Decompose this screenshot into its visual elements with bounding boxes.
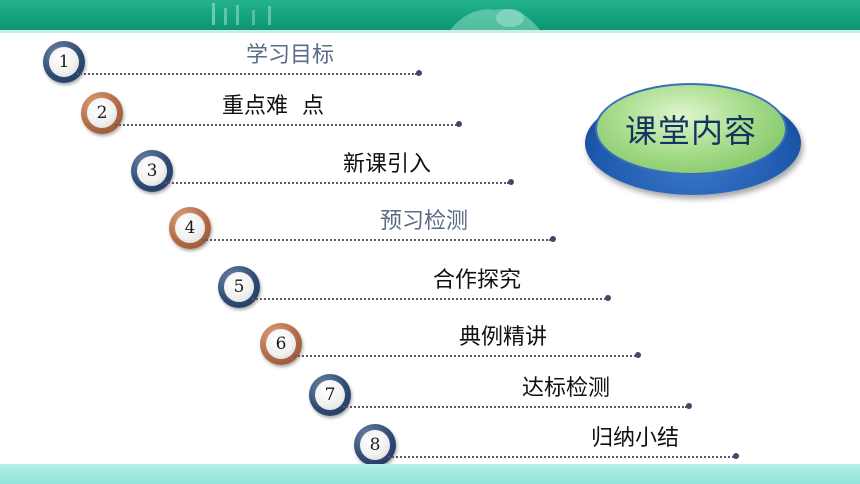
- leader-end-dot: [456, 121, 462, 127]
- number-badge: 7: [309, 374, 351, 416]
- dotted-leader: [252, 298, 606, 300]
- dotted-leader: [294, 355, 636, 357]
- number-badge: 8: [354, 424, 396, 466]
- leader-end-dot: [508, 179, 514, 185]
- number-label: 3: [137, 156, 167, 186]
- title-badge-top: 课堂内容: [595, 83, 787, 175]
- agenda-item-6[interactable]: 6 典例精讲: [260, 323, 642, 369]
- agenda-item-4[interactable]: 4 预习检测: [169, 207, 557, 253]
- number-label: 6: [266, 329, 296, 359]
- agenda-item-2[interactable]: 2 重点难 点: [81, 92, 463, 138]
- number-label: 1: [49, 47, 79, 77]
- top-banner: [0, 0, 860, 33]
- agenda-item-7[interactable]: 7 达标检测: [309, 374, 693, 420]
- number-badge: 2: [81, 92, 123, 134]
- number-badge: 6: [260, 323, 302, 365]
- page-title: 课堂内容: [624, 112, 757, 150]
- banner-stripe: [0, 30, 860, 33]
- agenda-item-label: 学习目标: [246, 43, 335, 68]
- dotted-leader: [203, 239, 551, 241]
- agenda-item-label: 达标检测: [522, 376, 611, 401]
- agenda-item-8[interactable]: 8 归纳小结: [354, 424, 740, 470]
- number-badge: 3: [131, 150, 173, 192]
- dotted-leader: [165, 182, 509, 184]
- agenda-item-label: 新课引入: [343, 152, 432, 177]
- agenda-item-label: 典例精讲: [459, 325, 548, 350]
- bottom-bar: [0, 464, 860, 484]
- number-badge: 5: [218, 266, 260, 308]
- number-label: 7: [315, 380, 345, 410]
- leader-end-dot: [686, 403, 692, 409]
- leader-end-dot: [416, 70, 422, 76]
- number-badge: 1: [43, 41, 85, 83]
- agenda-item-5[interactable]: 5 合作探究: [218, 266, 612, 312]
- title-badge: 课堂内容: [585, 83, 801, 195]
- agenda-item-label: 重点难 点: [222, 94, 324, 119]
- number-label: 4: [175, 213, 205, 243]
- agenda-item-3[interactable]: 3 新课引入: [131, 150, 515, 196]
- banner-decoration: [212, 3, 540, 30]
- agenda-item-label: 归纳小结: [591, 426, 680, 451]
- dotted-leader: [115, 124, 457, 126]
- agenda-item-label: 合作探究: [433, 268, 522, 293]
- leader-end-dot: [605, 295, 611, 301]
- dotted-leader: [343, 406, 687, 408]
- agenda-item-1[interactable]: 1 学习目标: [43, 41, 423, 87]
- number-label: 8: [360, 430, 390, 460]
- number-badge: 4: [169, 207, 211, 249]
- number-label: 2: [87, 98, 117, 128]
- dotted-leader: [388, 456, 734, 458]
- leader-end-dot: [550, 236, 556, 242]
- agenda-item-label: 预习检测: [380, 209, 469, 234]
- leader-end-dot: [733, 453, 739, 459]
- dotted-leader: [77, 73, 417, 75]
- number-label: 5: [224, 272, 254, 302]
- leader-end-dot: [635, 352, 641, 358]
